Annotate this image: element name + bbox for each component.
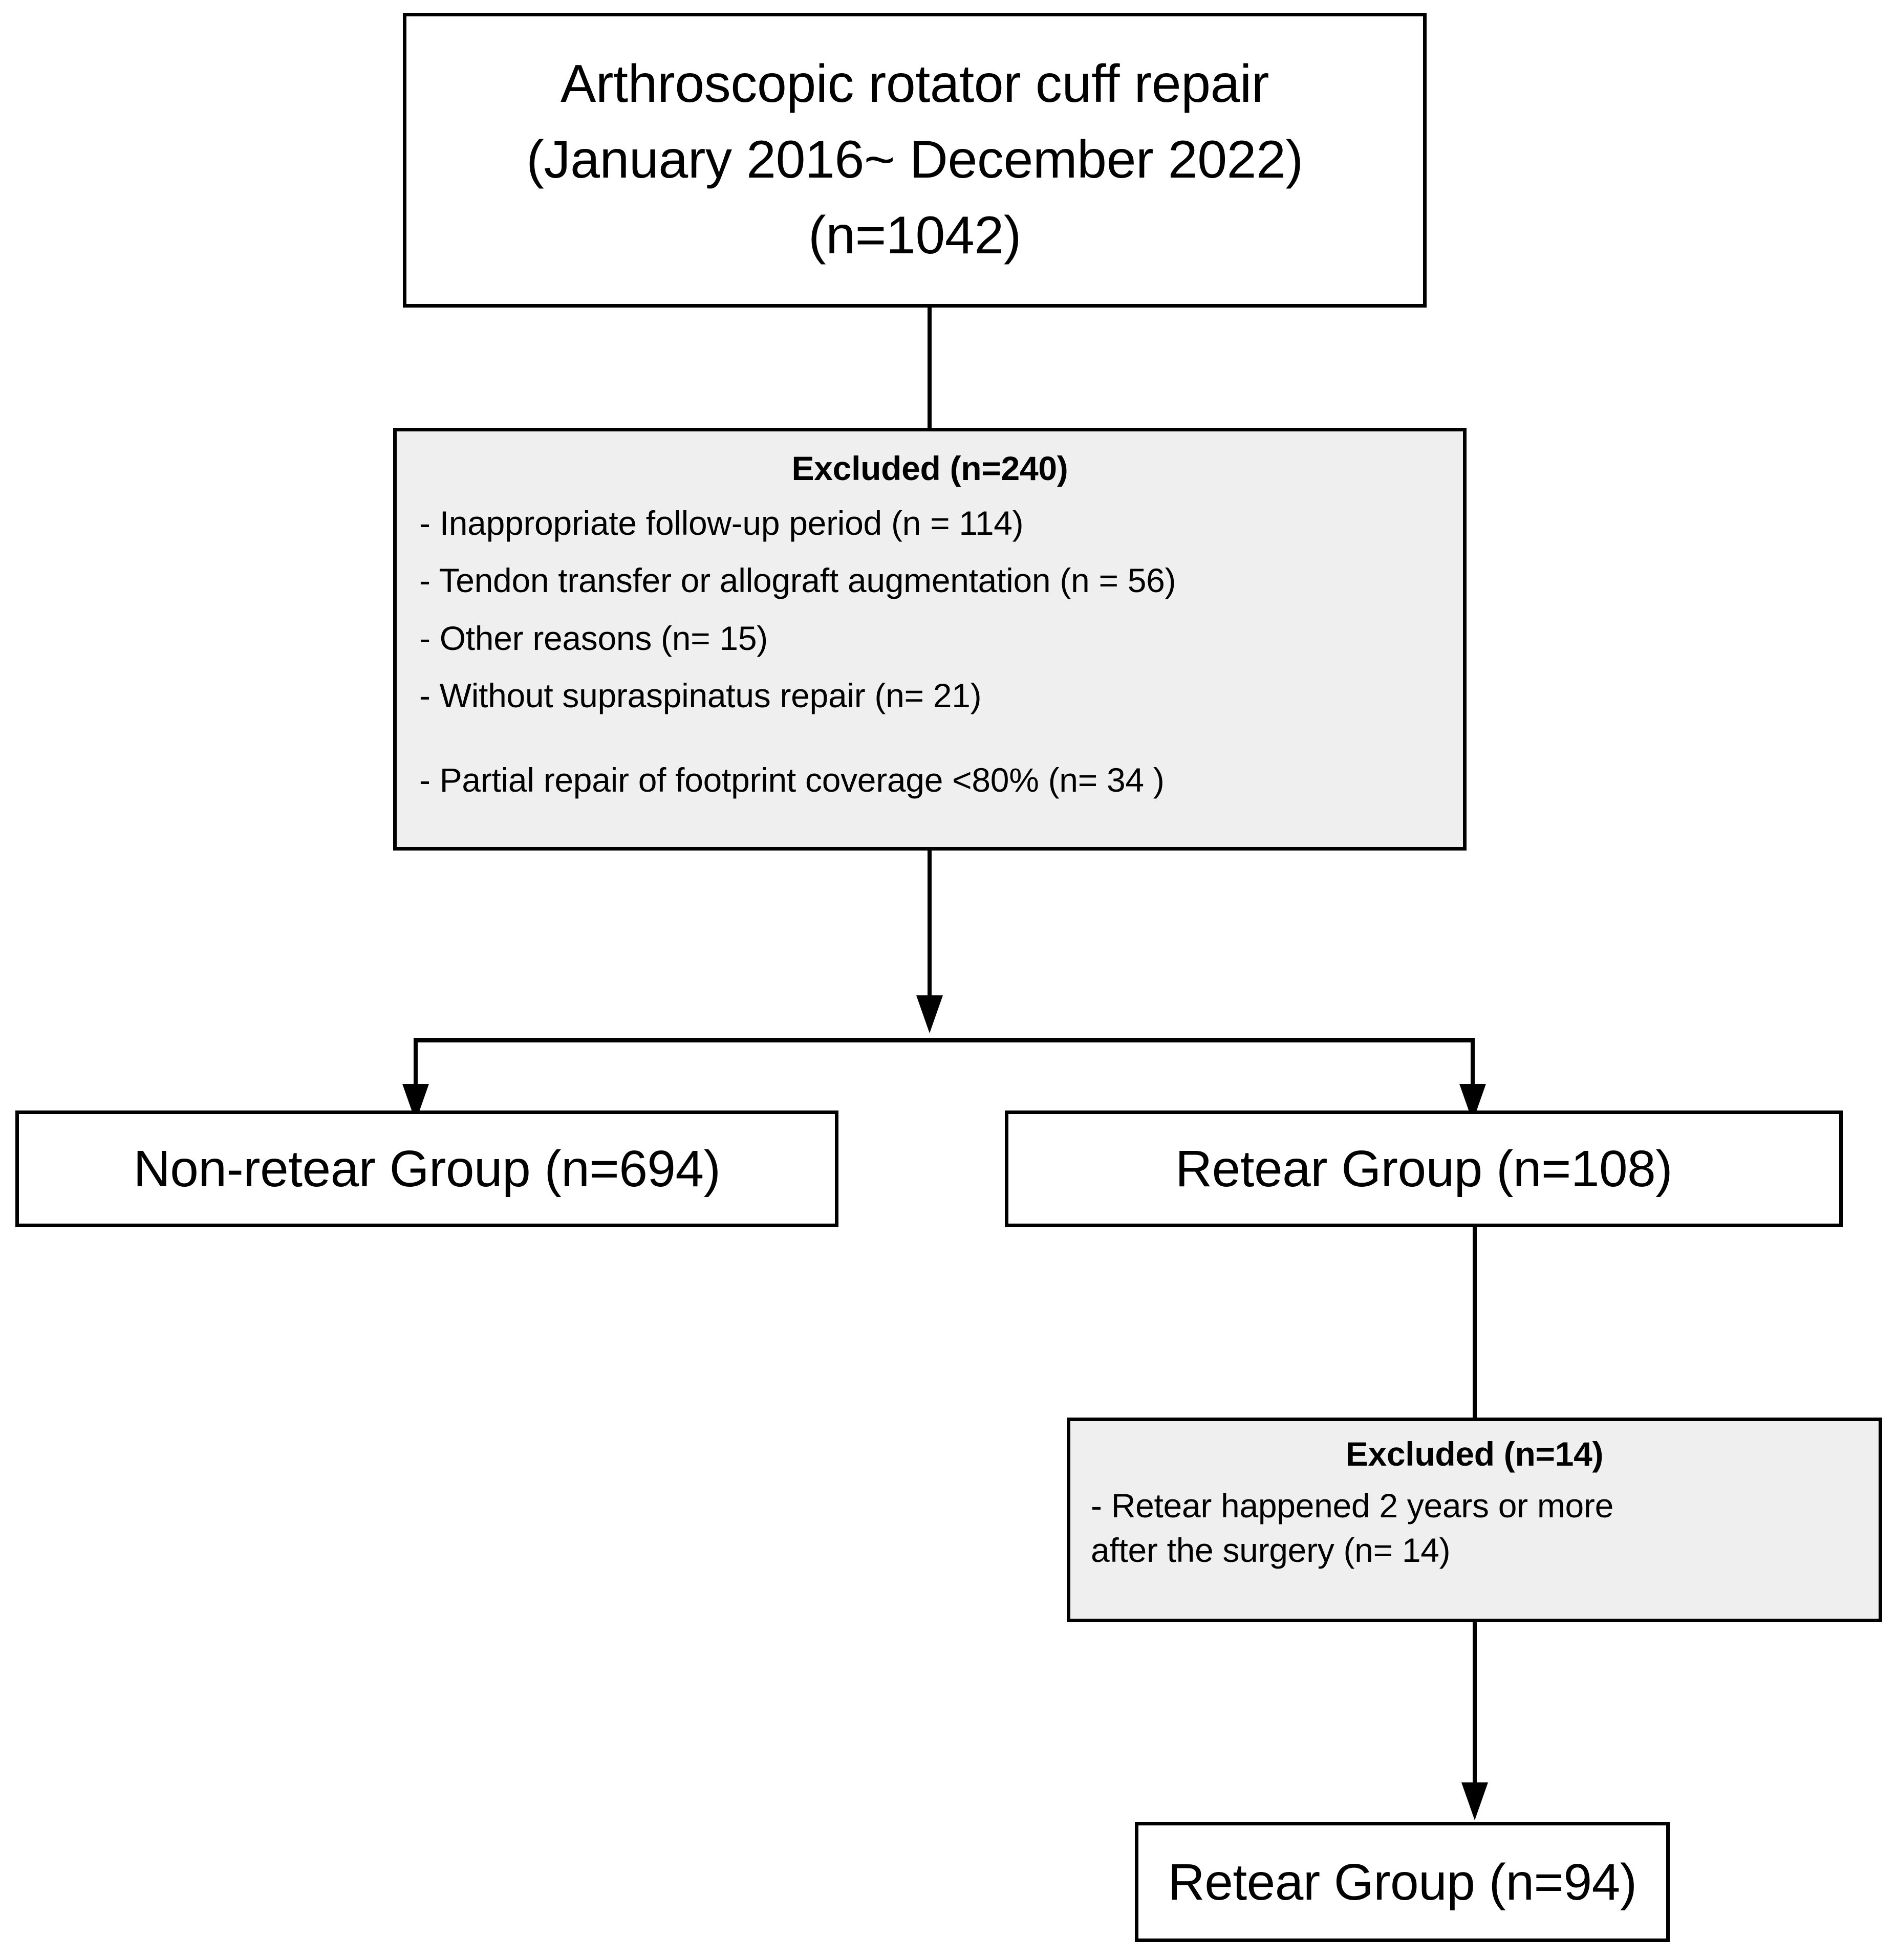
node-excluded-first: Excluded (n=240) - Inappropriate follow-… xyxy=(393,428,1467,851)
retear-group-final-label: Retear Group (n=94) xyxy=(1168,1853,1638,1911)
connector-retear108-to-excluded2 xyxy=(1473,1227,1477,1421)
node-non-retear-group: Non-retear Group (n=694) xyxy=(15,1110,838,1227)
excluded1-reason-1: - Inappropriate follow-up period (n = 11… xyxy=(419,504,1024,542)
node-excluded-second: Excluded (n=14) - Retear happened 2 year… xyxy=(1067,1418,1882,1622)
excluded1-reason-3: - Other reasons (n= 15) xyxy=(419,619,768,657)
arrowhead-to-retear94 xyxy=(1461,1782,1488,1820)
excluded2-reason-line-2: after the surgery (n= 14) xyxy=(1091,1531,1451,1569)
excluded2-heading: Excluded (n=14) xyxy=(1345,1435,1604,1473)
split-bar-horizontal xyxy=(414,1038,1475,1042)
excluded1-reason-4: - Without supraspinatus repair (n= 21) xyxy=(419,677,982,715)
excluded1-reason-2: - Tendon transfer or allograft augmentat… xyxy=(419,561,1176,600)
excluded1-heading: Excluded (n=240) xyxy=(791,449,1068,487)
node-retear-group-initial: Retear Group (n=108) xyxy=(1005,1110,1843,1227)
root-line-3: (n=1042) xyxy=(808,205,1021,265)
node-root-cohort: Arthroscopic rotator cuff repair (Januar… xyxy=(403,13,1427,308)
connector-excluded2-to-retear94 xyxy=(1473,1622,1477,1786)
connector-excluded1-down xyxy=(928,851,932,999)
connector-root-to-excluded1 xyxy=(928,308,932,430)
root-line-2: (January 2016~ December 2022) xyxy=(526,130,1303,190)
split-leg-right xyxy=(1471,1038,1475,1088)
split-leg-left xyxy=(414,1038,418,1088)
node-retear-group-final: Retear Group (n=94) xyxy=(1135,1822,1670,1942)
root-line-1: Arthroscopic rotator cuff repair xyxy=(560,54,1269,114)
excluded2-reason-line-1: - Retear happened 2 years or more xyxy=(1091,1486,1613,1525)
excluded1-reason-5: - Partial repair of footprint coverage <… xyxy=(419,760,1165,799)
retear-group-initial-label: Retear Group (n=108) xyxy=(1175,1140,1673,1197)
arrowhead-excluded1-down xyxy=(916,995,943,1033)
non-retear-group-label: Non-retear Group (n=694) xyxy=(133,1140,721,1197)
